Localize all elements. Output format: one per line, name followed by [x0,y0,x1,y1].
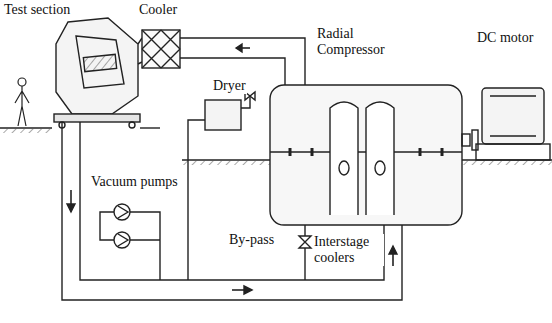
return-duct [62,122,402,300]
bypass-pipe [299,225,311,280]
person-figure [15,86,29,126]
person-figure [18,78,26,86]
part-label: Dryer [212,78,247,94]
radial-compressor [270,85,462,225]
part-label: Vacuum pumps [90,174,179,190]
supply-duct [236,44,242,52]
vacuum-pumps [100,212,114,240]
ground [0,128,52,133]
radial-compressor [339,161,349,175]
cooler [142,30,180,68]
radial-compressor [375,161,385,175]
test-section [54,18,140,128]
vacuum-pumps [118,206,128,218]
dc-motor [482,88,544,144]
return-duct [244,286,252,294]
vacuum-pumps [114,204,130,220]
vacuum-pumps [130,212,160,280]
bypass-pipe [299,236,311,248]
bypass-pipe [304,225,305,280]
radial-compressor [366,102,394,215]
dryer [188,120,205,280]
test-section [56,18,138,114]
test-section [54,114,140,122]
dc-motor [462,88,550,160]
test-section [129,122,135,128]
test-section [76,36,124,88]
return-duct [80,122,384,280]
ground [462,160,552,165]
return-duct [389,246,397,254]
return-duct [62,122,402,300]
return-duct [67,204,75,212]
dc-motor [490,96,536,136]
radial-compressor [330,102,358,215]
dc-motor [476,144,550,160]
dc-motor [462,134,470,146]
vacuum-pumps [118,234,128,246]
person-figure [15,78,29,126]
dc-motor [472,130,478,150]
part-label: Interstage coolers [313,234,384,266]
radial-compressor [270,85,462,225]
cooler [142,30,180,68]
dryer [205,100,241,130]
test-section [83,54,116,71]
part-label: Radial Compressor [316,26,402,58]
dryer [188,92,255,280]
part-label: DC motor [476,30,534,46]
vacuum-pumps [100,204,160,280]
part-label: Test section [3,2,71,18]
part-label: Cooler [138,2,178,18]
cooler [142,30,180,68]
vacuum-pumps [114,232,130,248]
ground [182,160,270,165]
ground [140,127,160,128]
part-label: By-pass [228,232,275,248]
